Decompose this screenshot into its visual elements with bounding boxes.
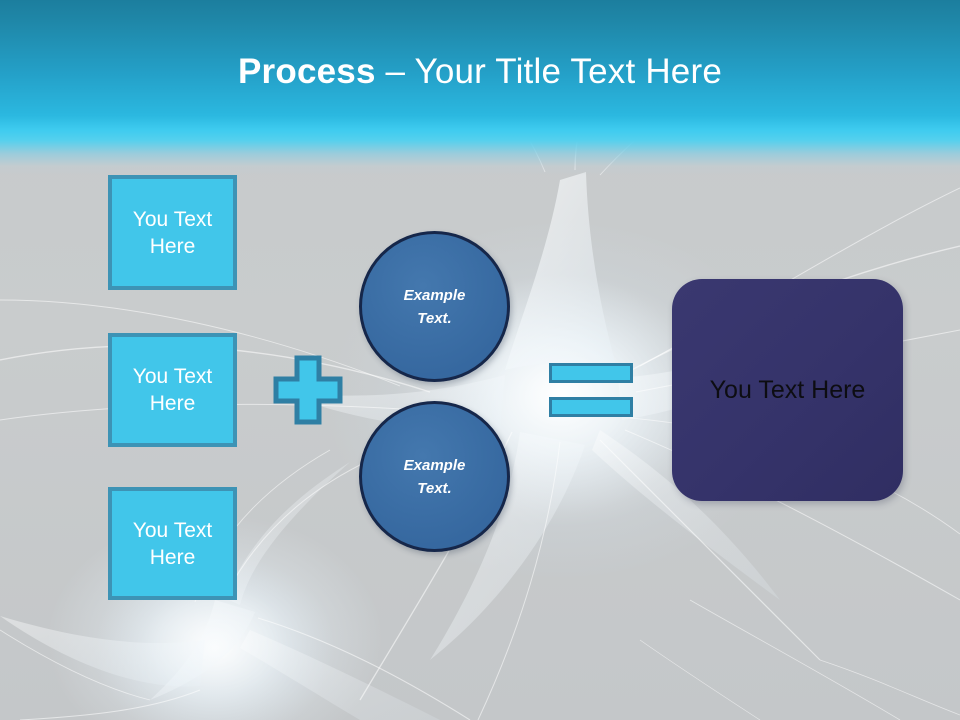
- equals-icon-bar-bottom: [549, 397, 633, 417]
- input-box-1-label: You Text Here: [132, 207, 213, 258]
- input-box-2[interactable]: You Text Here: [108, 333, 237, 447]
- input-box-3-label: You Text Here: [132, 518, 213, 569]
- input-box-2-label: You Text Here: [132, 365, 213, 415]
- process-circle-1-line1: Example: [403, 286, 466, 304]
- page-title-strong: Process: [238, 52, 376, 91]
- input-box-3[interactable]: You Text Here: [108, 487, 237, 600]
- process-circle-1-line2: Text.: [417, 309, 452, 327]
- process-circle-2-line1: Example: [403, 456, 466, 474]
- equals-icon: [549, 363, 633, 417]
- process-circle-2-line2: Text.: [417, 479, 452, 497]
- page-title-rest: – Your Title Text Here: [375, 52, 722, 91]
- result-box-label: You Text Here: [709, 376, 866, 404]
- header-gradient-band: [0, 0, 960, 175]
- result-box[interactable]: You Text Here: [672, 279, 903, 501]
- equals-icon-bar-top: [549, 363, 633, 383]
- plus-icon: [273, 355, 343, 425]
- input-box-1[interactable]: You Text Here: [108, 175, 237, 290]
- page-title: Process – Your Title Text Here: [0, 50, 960, 94]
